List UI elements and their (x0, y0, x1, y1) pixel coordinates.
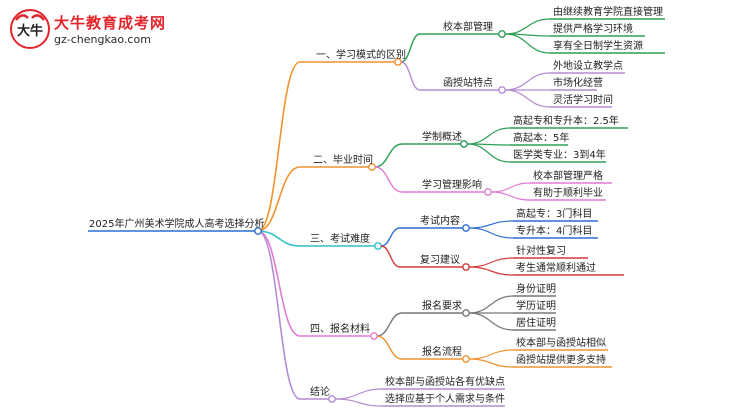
leaf-node: 灵活学习时间 (553, 95, 613, 106)
leaf-connector (468, 266, 514, 276)
branch-node: 四、报名材料 (310, 324, 370, 335)
sub-node: 复习建议 (420, 255, 460, 266)
branch-connector (257, 166, 301, 232)
branch-junction (370, 332, 378, 340)
leaf-node: 市场化经营 (553, 78, 603, 89)
leaf-node: 校本部与函授站相似 (516, 338, 606, 349)
leaf-connector (334, 398, 383, 407)
leaf-connector (468, 312, 514, 331)
logo-mark-text: 大牛 (17, 23, 43, 39)
leaf-node: 外地设立教学点 (553, 61, 623, 72)
leaf-connector (504, 89, 551, 108)
sub-node: 学习管理影响 (422, 180, 482, 191)
leaf-connector (490, 182, 531, 193)
sub-node: 函授站特点 (443, 78, 493, 89)
branch-connector (257, 230, 301, 337)
leaf-node: 身份证明 (516, 284, 556, 295)
branch-connector (257, 230, 301, 247)
leaf-connector (334, 388, 383, 400)
leaf-node: 由继续教育学院直接管理 (553, 7, 663, 18)
site-title: 大牛教育成考网 (54, 14, 167, 32)
sub-junction (484, 188, 492, 196)
sub-connector (380, 227, 401, 247)
sub-junction (462, 309, 470, 317)
sub-connector (380, 245, 401, 268)
branch-connector (257, 61, 301, 232)
leaf-connector (468, 220, 514, 229)
leaf-connector (468, 295, 514, 314)
leaf-connector (466, 143, 511, 163)
leaf-node: 选择应基于个人需求与条件 (385, 394, 505, 405)
site-logo[interactable]: 大牛 大牛教育成考网 gz-chengkao.com (8, 8, 198, 50)
sub-node: 报名要求 (422, 301, 462, 312)
leaf-connector (504, 72, 551, 91)
leaf-connector (468, 257, 514, 268)
leaf-connector (504, 33, 551, 54)
leaf-connector (468, 349, 514, 360)
sub-node: 报名流程 (422, 347, 462, 358)
leaf-node: 函授站提供更多支持 (516, 355, 606, 366)
branch-node: 结论 (310, 387, 330, 398)
leaf-node: 学历证明 (516, 301, 556, 312)
leaf-node: 居住证明 (516, 318, 556, 329)
sub-connector (374, 143, 403, 168)
leaf-node: 高起专和专升本：2.5年 (513, 116, 619, 127)
sub-node: 学制概述 (422, 132, 462, 143)
leaf-connector (468, 227, 514, 239)
sub-junction (498, 86, 506, 94)
root-node: 2025年广州美术学院成人高考选择分析 (89, 219, 265, 230)
branch-connector (257, 230, 301, 400)
bull-logo-icon: 大牛 (10, 9, 50, 49)
sub-connector (400, 61, 421, 91)
sub-junction (462, 355, 470, 363)
leaf-node: 专升本：4门科目 (516, 226, 593, 237)
leaf-connector (466, 127, 511, 145)
sub-junction (462, 263, 470, 271)
sub-connector (376, 312, 403, 337)
leaf-node: 有助于顺利毕业 (533, 188, 603, 199)
sub-junction (498, 30, 506, 38)
leaf-node: 高起专：3门科目 (516, 209, 593, 220)
root-junction (254, 227, 262, 235)
sub-connector (374, 166, 403, 193)
leaf-node: 医学类专业：3到4年 (513, 150, 606, 161)
branch-node: 一、学习模式的区别 (316, 50, 406, 61)
sub-node: 考试内容 (420, 216, 460, 227)
sub-junction (462, 224, 470, 232)
leaf-node: 享有全日制学生资源 (553, 41, 643, 52)
branch-junction (374, 242, 382, 250)
leaf-connector (490, 191, 531, 201)
leaf-node: 校本部管理严格 (533, 171, 603, 182)
leaf-node: 考生通常顺利通过 (516, 263, 596, 274)
leaf-node: 校本部与函授站各有优缺点 (385, 377, 505, 388)
sub-connector (376, 335, 403, 360)
leaf-node: 提供严格学习环境 (553, 24, 633, 35)
leaf-connector (504, 18, 551, 35)
branch-node: 二、毕业时间 (313, 155, 373, 166)
site-url: gz-chengkao.com (54, 33, 151, 46)
branch-node: 三、考试难度 (310, 234, 370, 245)
leaf-node: 针对性复习 (516, 246, 566, 257)
sub-node: 校本部管理 (443, 22, 493, 33)
leaf-connector (468, 358, 514, 368)
leaf-node: 高起本：5年 (513, 133, 570, 144)
sub-connector (400, 33, 421, 63)
